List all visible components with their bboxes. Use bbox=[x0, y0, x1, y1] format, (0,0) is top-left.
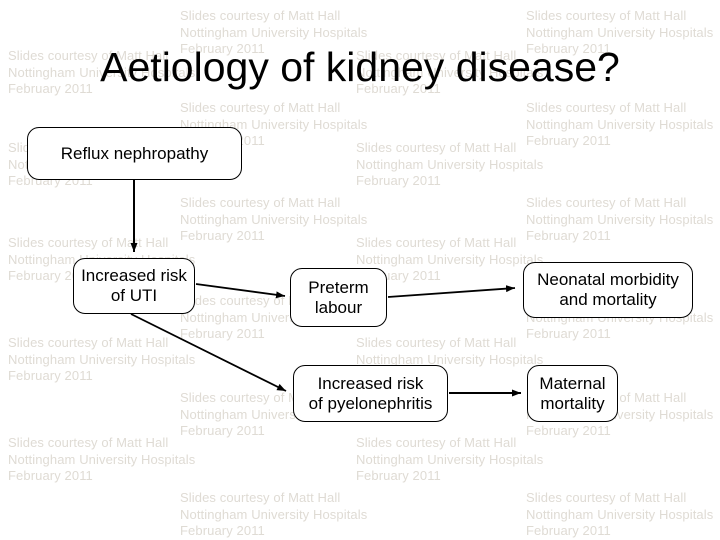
watermark-line: February 2011 bbox=[8, 368, 93, 383]
watermark-line: Slides courtesy of Matt Hall bbox=[526, 100, 687, 115]
watermark-line: Nottingham University Hospitals bbox=[180, 24, 368, 40]
watermark-line: February 2011 bbox=[180, 326, 265, 341]
watermark-line: Slides courtesy of Matt Hall bbox=[8, 235, 169, 250]
watermark-line: Nottingham University Hospitals bbox=[356, 451, 544, 467]
watermark-line: Slides courtesy of Matt Hall bbox=[356, 48, 517, 63]
watermark-line: Nottingham University Hospitals bbox=[8, 351, 196, 367]
watermark-line: Nottingham University Hospitals bbox=[356, 251, 544, 267]
watermark-line: Nottingham University Hospitals bbox=[356, 351, 544, 367]
watermark-line: Slides courtesy of Matt Hall bbox=[356, 235, 517, 250]
watermark-line: February 2011 bbox=[526, 326, 611, 341]
box-neonatal-morbidity-and-mortality: Neonatal morbidity and mortality bbox=[523, 262, 693, 318]
watermark-line: Nottingham University Hospitals bbox=[8, 64, 196, 80]
watermark-line: Nottingham University Hospitals bbox=[526, 116, 714, 132]
arrow-uti-to-pyelonephritis bbox=[130, 313, 287, 392]
watermark-line: February 2011 bbox=[356, 468, 441, 483]
watermark-line: Nottingham University Hospitals bbox=[180, 506, 368, 522]
box-increased-risk-of-pyelonephritis: Increased risk of pyelonephritis bbox=[293, 365, 448, 422]
watermark-line: Slides courtesy of Matt Hall bbox=[8, 435, 169, 450]
watermark-line: Nottingham University Hospitals bbox=[356, 156, 544, 172]
watermark-line: Slides courtesy of Matt Hall bbox=[356, 435, 517, 450]
watermark-line: Nottingham University Hospitals bbox=[356, 64, 544, 80]
watermark-line: Nottingham University Hospitals bbox=[526, 24, 714, 40]
box-increased-risk-of-uti: Increased risk of UTI bbox=[73, 258, 195, 314]
arrow-uti-to-preterm bbox=[195, 283, 286, 299]
watermark-line: Slides courtesy of Matt Hall bbox=[180, 490, 341, 505]
watermark-line: Nottingham University Hospitals bbox=[526, 506, 714, 522]
watermark-line: February 2011 bbox=[180, 423, 265, 438]
watermark-line: Slides courtesy of Matt Hall bbox=[526, 8, 687, 23]
slide-title: Aetiology of kidney disease? bbox=[100, 44, 620, 90]
watermark-line: Slides courtesy of Matt Hall bbox=[8, 48, 169, 63]
watermark-line: February 2011 bbox=[8, 268, 93, 283]
arrow-preterm-to-neonatal bbox=[387, 285, 516, 298]
watermark-line: Nottingham University Hospitals bbox=[526, 211, 714, 227]
watermark-line: Slides courtesy of Matt Hall bbox=[356, 335, 517, 350]
watermark-line: February 2011 bbox=[180, 523, 265, 538]
watermark-line: Slides courtesy of Matt Hall bbox=[8, 335, 169, 350]
box-maternal-mortality: Maternal mortality bbox=[527, 365, 618, 422]
watermark-line: February 2011 bbox=[8, 81, 93, 96]
watermark-line: February 2011 bbox=[526, 228, 611, 243]
watermark-line: Nottingham University Hospitals bbox=[8, 451, 196, 467]
watermark-line: February 2011 bbox=[526, 523, 611, 538]
watermark-line: February 2011 bbox=[526, 133, 611, 148]
watermark-line: Slides courtesy of Matt Hall bbox=[180, 8, 341, 23]
watermark-line: February 2011 bbox=[526, 423, 611, 438]
watermark-line: Slides courtesy of Matt Hall bbox=[526, 195, 687, 210]
watermark-line: Slides courtesy of Matt Hall bbox=[180, 100, 341, 115]
watermark-line: February 2011 bbox=[8, 468, 93, 483]
watermark-line: Nottingham University Hospitals bbox=[180, 211, 368, 227]
watermark-line: Slides courtesy of Matt Hall bbox=[356, 140, 517, 155]
watermark-line: February 2011 bbox=[180, 228, 265, 243]
watermark-line: February 2011 bbox=[180, 41, 265, 56]
watermark-line: Slides courtesy of Matt Hall bbox=[526, 490, 687, 505]
box-preterm-labour: Preterm labour bbox=[290, 268, 387, 327]
box-reflux-nephropathy: Reflux nephropathy bbox=[27, 127, 242, 180]
watermark-line: February 2011 bbox=[356, 173, 441, 188]
watermark-line: Slides courtesy of Matt Hall bbox=[180, 195, 341, 210]
watermark-line: February 2011 bbox=[526, 41, 611, 56]
watermark-line: February 2011 bbox=[356, 81, 441, 96]
